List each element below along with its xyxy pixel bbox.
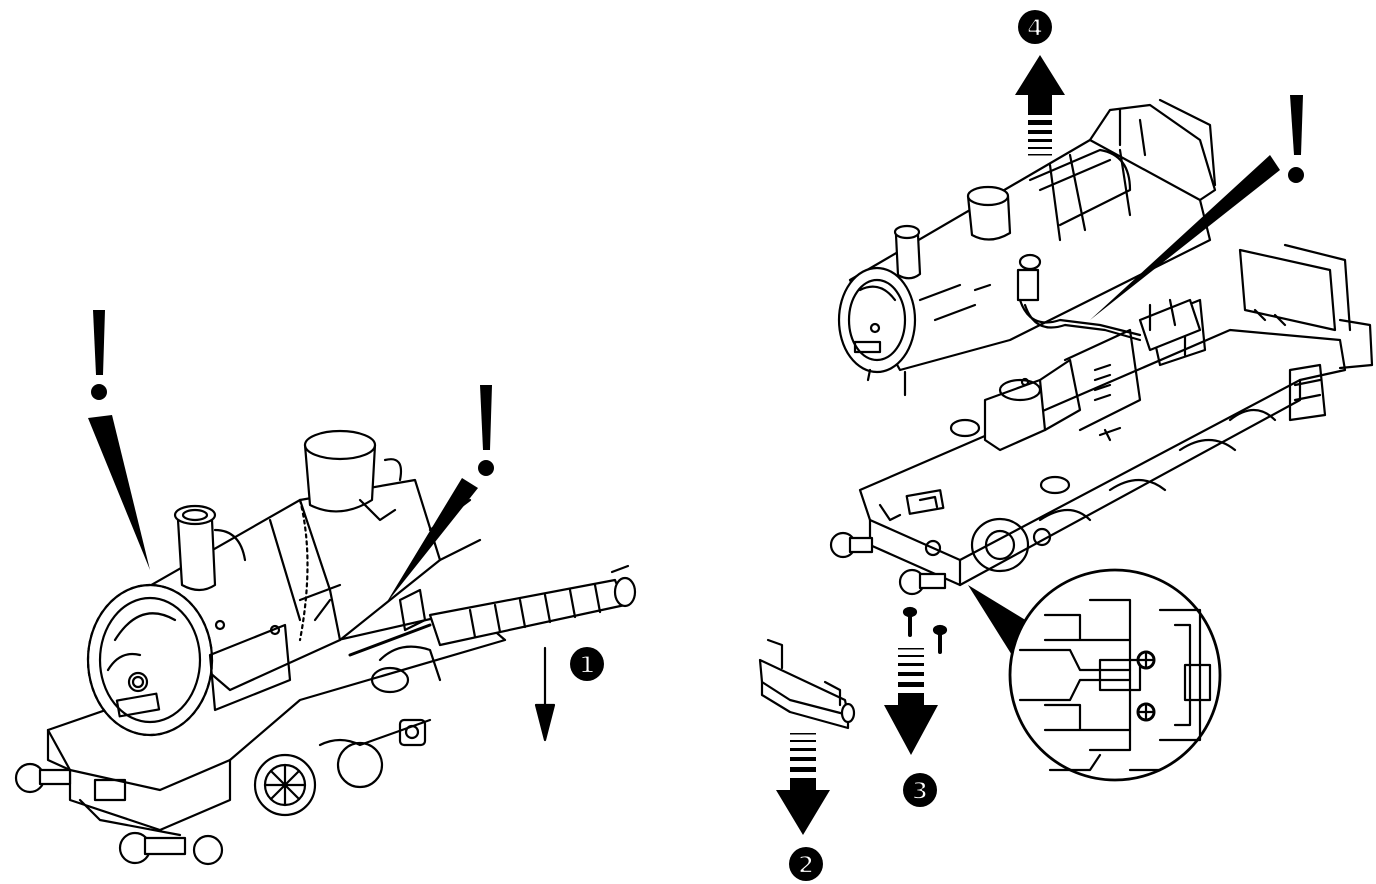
step-number-2: 2 — [798, 851, 815, 879]
step-badge-1: 1 — [570, 647, 604, 681]
step-3-arrow — [884, 648, 938, 755]
warning-marker-smokebox — [88, 310, 150, 570]
assembled-locomotive — [14, 429, 637, 866]
step-badge-2: 2 — [789, 847, 823, 881]
screw-detail-callout — [968, 568, 1222, 782]
step-badge-4: 4 — [1018, 10, 1052, 44]
screws — [902, 606, 948, 654]
coupler-part — [758, 638, 856, 730]
step-1-arrow — [534, 646, 556, 742]
step-4-arrow — [1015, 55, 1065, 156]
step-2-arrow — [776, 733, 830, 835]
step-number-1: 1 — [579, 651, 596, 679]
warning-marker-wire — [1090, 95, 1304, 320]
boiler-shell — [837, 98, 1217, 397]
step-number-3: 3 — [912, 777, 929, 805]
step-number-4: 4 — [1027, 14, 1044, 42]
step-badge-3: 3 — [903, 773, 937, 807]
warning-marker-cab — [385, 385, 494, 605]
chassis — [829, 243, 1374, 596]
